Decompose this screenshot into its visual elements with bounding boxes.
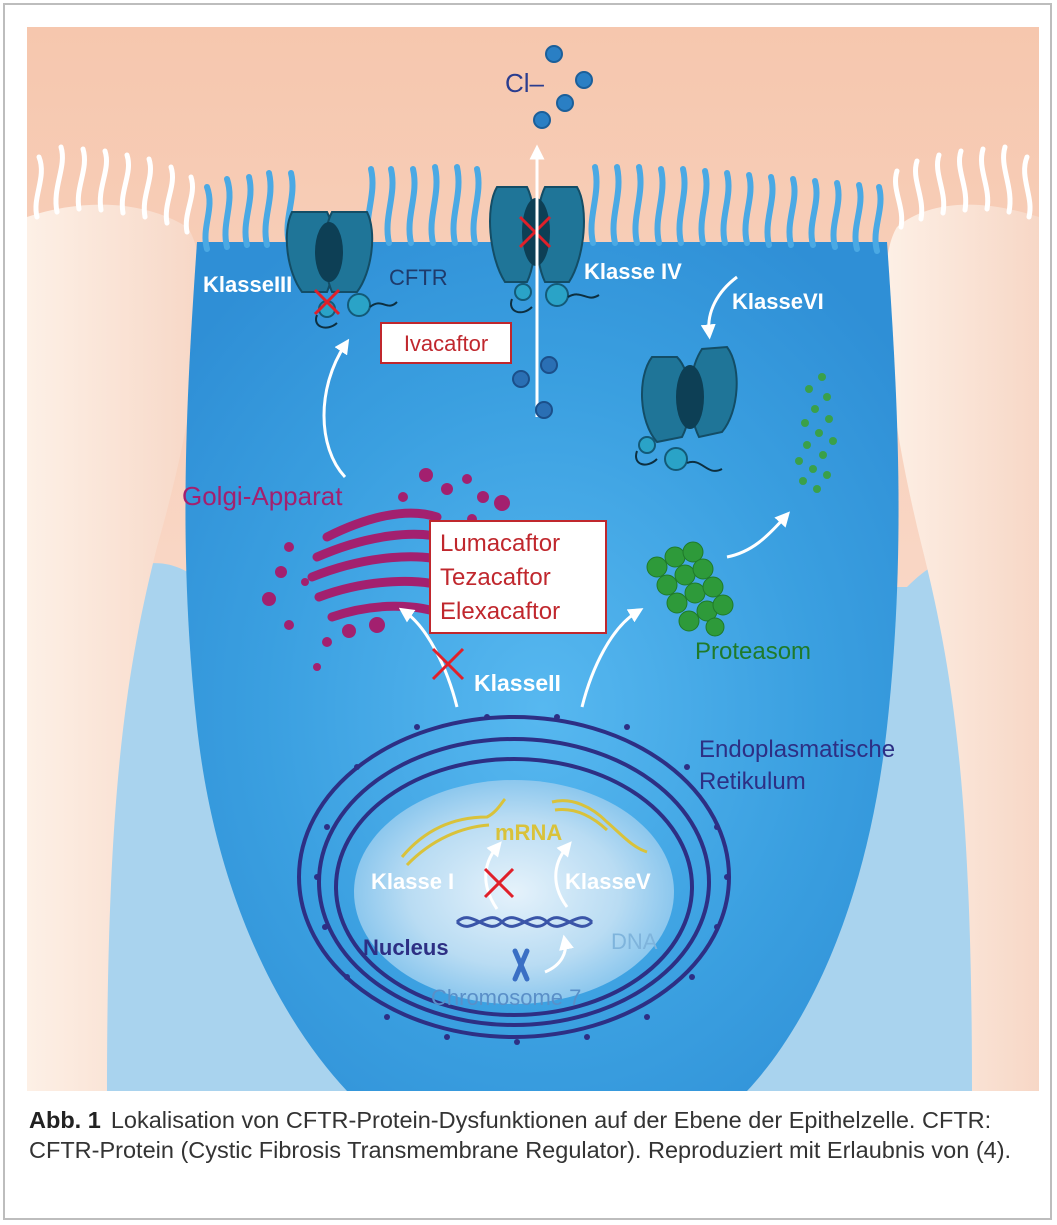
block-mark-class-ii (431, 647, 465, 681)
neighbour-cell-left (27, 204, 202, 1091)
neighbour-microvilli (33, 144, 1033, 235)
chromosome-label: Chromosome 7 (431, 985, 581, 1010)
class-vi-label: KlasseVI (732, 289, 824, 314)
mrna-label: mRNA (495, 820, 562, 845)
class-v-label: KlasseV (565, 869, 651, 894)
ivacaftor-label: Ivacaftor (404, 331, 488, 356)
translation-arrow-class-v (554, 841, 572, 908)
endoplasmic-reticulum (297, 714, 731, 1045)
chloride-ions (533, 45, 593, 129)
ivacaftor-box (380, 322, 512, 364)
cftr-label: CFTR (389, 265, 448, 290)
proteasom-label: Proteasom (695, 638, 811, 665)
block-mark-class-i (483, 867, 515, 899)
er-label-line1: Endoplasmatische (699, 736, 895, 763)
corrector-3-label: Elexacaftor (440, 598, 560, 625)
cftr-channel-class-iii (285, 211, 398, 329)
corrector-box (429, 520, 607, 634)
nucleus-label: Nucleus (363, 935, 449, 960)
chloride-label: Cl– (505, 68, 545, 98)
proteasome (646, 541, 734, 637)
figure-image: Cl– KlasseIII CFTR (27, 27, 1039, 1091)
golgi-to-membrane-arrow (322, 338, 350, 479)
intracellular-ions (512, 356, 558, 419)
block-mark-class-iii (313, 288, 341, 316)
class-ii-label: KlasseII (474, 670, 561, 696)
degradation-fragments (795, 373, 837, 493)
class-i-label: Klasse I (371, 869, 454, 894)
er-to-proteasome-arrow (580, 608, 644, 708)
caption-label: Abb. 1 (29, 1107, 101, 1133)
golgi-vesicles (262, 468, 510, 671)
block-mark-class-iv (518, 215, 552, 249)
dna-label: DNA (611, 929, 658, 954)
neighbour-cell-right (884, 204, 1039, 1091)
cell-diagram: Cl– KlasseIII CFTR (27, 27, 1039, 1091)
translation-arrow-class-i (484, 841, 502, 910)
figure-frame: Cl– KlasseIII CFTR (3, 3, 1052, 1220)
golgi-label: Golgi-Apparat (182, 481, 343, 511)
er-label-line2: Retikulum (699, 768, 806, 795)
internalisation-arrow (700, 275, 738, 340)
dna-helix (455, 916, 594, 928)
nucleus (354, 780, 674, 1004)
class-iii-label: KlasseIII (203, 272, 292, 297)
mrna-strands (400, 797, 648, 867)
apical-microvilli (202, 164, 884, 254)
transcription-arrow (544, 934, 574, 974)
corrector-1-label: Lumacaftor (440, 530, 560, 557)
corrector-2-label: Tezacaftor (440, 564, 551, 591)
caption-text: Lokalisation von CFTR-Protein-Dysfunktio… (29, 1107, 1012, 1163)
chromosome-7-icon (512, 948, 530, 982)
cftr-channel-class-vi (635, 345, 738, 472)
proteasome-to-degradation-arrow (726, 511, 791, 559)
class-iv-label: Klasse IV (584, 259, 682, 284)
